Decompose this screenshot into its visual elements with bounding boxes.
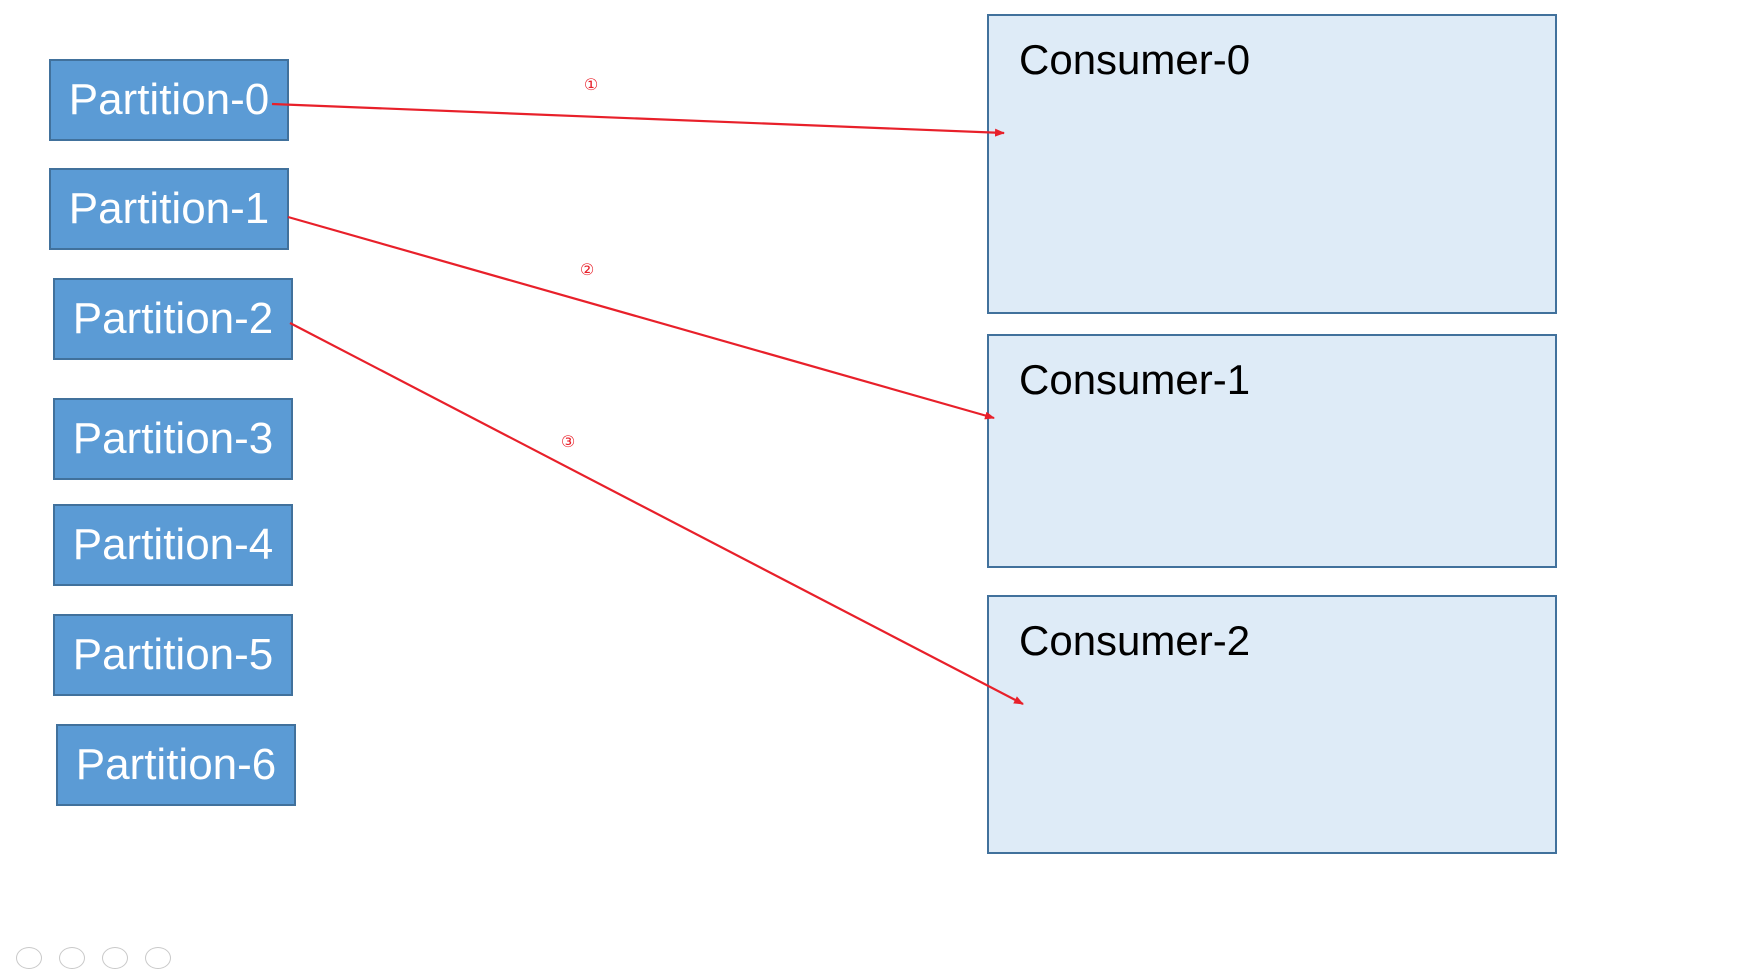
consumer-1: Consumer-1	[987, 334, 1557, 568]
partition-label: Partition-6	[75, 740, 277, 789]
partition-label: Partition-4	[72, 520, 274, 569]
consumer-2: Consumer-2	[987, 595, 1557, 854]
viewer-toolbar	[0, 945, 200, 969]
partition-1: Partition-1	[49, 168, 289, 250]
partition-label: Partition-1	[68, 184, 270, 233]
assignment-arrow-2	[287, 215, 995, 420]
partition-4: Partition-4	[53, 504, 293, 586]
partition-label: Partition-5	[72, 630, 274, 679]
slide-view-icon[interactable]	[16, 947, 42, 969]
slideshow-icon[interactable]	[102, 947, 128, 969]
step-label-3: ③	[561, 432, 575, 451]
consumer-label: Consumer-0	[1019, 36, 1251, 83]
assignment-arrow-1	[271, 102, 1005, 137]
more-icon[interactable]	[145, 947, 171, 969]
consumer-label: Consumer-1	[1019, 356, 1251, 403]
partition-2: Partition-2	[53, 278, 293, 360]
consumer-0: Consumer-0	[987, 14, 1557, 314]
partition-3: Partition-3	[53, 398, 293, 480]
step-label-1: ①	[584, 75, 598, 94]
search-icon[interactable]	[59, 947, 85, 969]
partition-label: Partition-0	[68, 75, 270, 124]
consumer-label: Consumer-2	[1019, 617, 1251, 664]
partition-label: Partition-2	[72, 294, 274, 343]
partition-0: Partition-0	[49, 59, 289, 141]
partition-6: Partition-6	[56, 724, 296, 806]
partition-5: Partition-5	[53, 614, 293, 696]
assignment-arrow-3	[289, 322, 1024, 705]
step-label-2: ②	[580, 260, 594, 279]
partition-label: Partition-3	[72, 414, 274, 463]
